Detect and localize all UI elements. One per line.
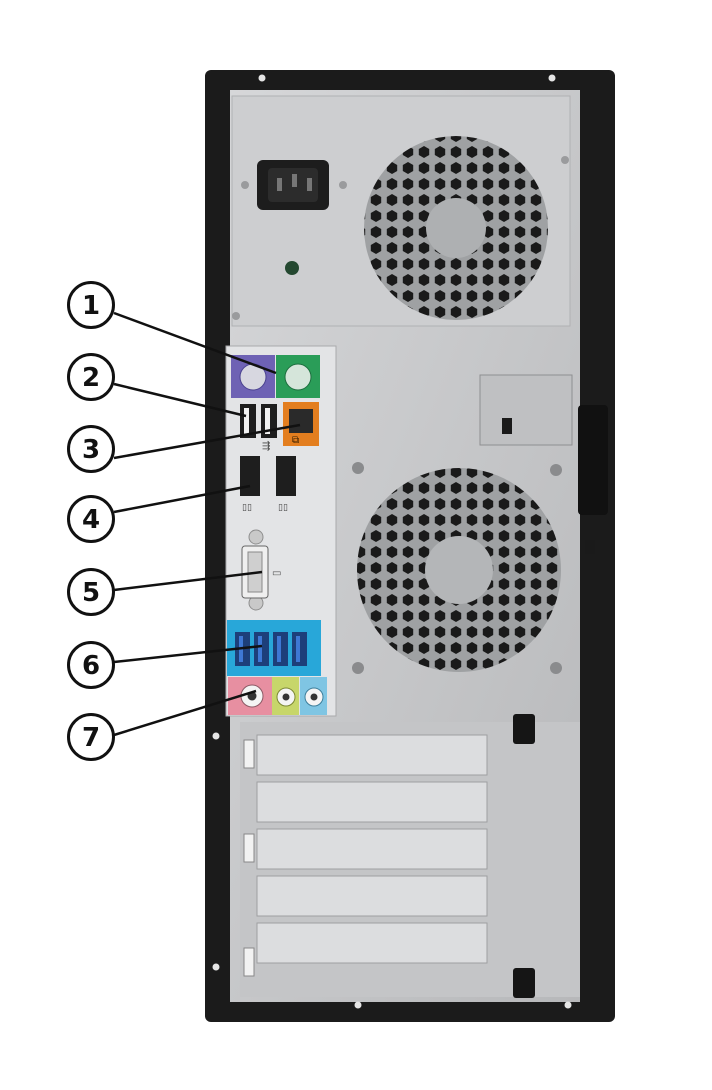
screw-icon: [212, 732, 220, 740]
screw-icon: [564, 1001, 572, 1009]
callout-circle: [67, 713, 115, 761]
screw-icon: [354, 1001, 362, 1009]
dvi-icon: ▭: [272, 568, 281, 579]
screw-icon: [258, 74, 266, 82]
padlock-loop: [479, 374, 573, 446]
displayport-port: [276, 456, 296, 496]
callout-1: 1: [67, 281, 115, 329]
usb-3-port-tongue: [258, 636, 262, 662]
callout-number: 7: [82, 723, 100, 753]
callout-leader-2: [113, 382, 247, 418]
callout-3: 3: [67, 425, 115, 473]
expansion-slot-cover: [256, 875, 488, 917]
screw-icon: [212, 963, 220, 971]
callout-circle: [67, 641, 115, 689]
callout-leader-7: [113, 689, 257, 737]
slot-latch: [513, 714, 535, 744]
power-inlet-pin: [307, 178, 312, 191]
expansion-slot-cover: [256, 781, 488, 823]
callout-circle: [67, 425, 115, 473]
expansion-slot-tab: [243, 833, 255, 863]
callout-leader-6: [113, 644, 263, 664]
callout-circle: [67, 281, 115, 329]
slot-latch: [513, 968, 535, 998]
network-icon: ⧉: [292, 435, 299, 446]
callout-leader-4: [113, 484, 251, 514]
screw-icon: [339, 181, 347, 189]
callout-number: 5: [82, 578, 100, 608]
psu-status-led: [285, 261, 299, 275]
callout-6: 6: [67, 641, 115, 689]
screw-icon: [352, 462, 364, 474]
ps2-mouse-port: [284, 363, 312, 391]
usb-2-port-tongue: [244, 408, 249, 434]
callout-4: 4: [67, 495, 115, 543]
callout-7: 7: [67, 713, 115, 761]
callout-number: 1: [82, 291, 100, 321]
callout-number: 2: [82, 363, 100, 393]
padlock-slot: [502, 418, 512, 434]
callout-number: 3: [82, 435, 100, 465]
screw-icon: [352, 662, 364, 674]
expansion-slot-cover: [256, 734, 488, 776]
expansion-slot-tab: [243, 739, 255, 769]
screw-icon: [550, 662, 562, 674]
displayport-icon: ▯▯: [242, 503, 252, 513]
callout-leader-1: [113, 311, 277, 375]
callout-circle: [67, 353, 115, 401]
callout-2: 2: [67, 353, 115, 401]
callout-circle: [67, 568, 115, 616]
power-inlet-pin: [292, 174, 297, 187]
screw-icon: [550, 464, 562, 476]
displayport-icon: ▯▯: [278, 503, 288, 513]
callout-number: 4: [82, 505, 100, 535]
expansion-slot-tab: [243, 947, 255, 977]
audio-line-out-jack-hole: [282, 693, 290, 701]
screw-icon: [561, 156, 569, 164]
dvi-screw: [248, 529, 264, 545]
displayport-port: [240, 456, 260, 496]
security-slot: [585, 540, 595, 554]
screw-icon: [548, 74, 556, 82]
expansion-slot-cover: [256, 922, 488, 964]
usb-2-port-tongue: [265, 408, 270, 434]
callout-number: 6: [82, 651, 100, 681]
psu-fan-hub: [426, 198, 486, 258]
screw-icon: [241, 181, 249, 189]
rear-fan-hub: [425, 536, 493, 604]
usb-3-port-tongue: [296, 636, 300, 662]
audio-line-in-jack-hole: [310, 693, 318, 701]
rj45-network-port: [289, 409, 313, 433]
callout-leaders: [113, 311, 301, 737]
screw-icon: [232, 312, 240, 320]
callout-leader-5: [113, 570, 263, 592]
power-inlet-pin: [277, 178, 282, 191]
callout-5: 5: [67, 568, 115, 616]
callouts: 1 2 3 4 5 6 7: [67, 281, 115, 761]
side-handle: [578, 405, 608, 515]
usb-icon: ⇶: [262, 440, 270, 452]
expansion-slot-cover: [256, 828, 488, 870]
callout-leader-3: [113, 423, 301, 460]
usb-3-port-tongue: [277, 636, 281, 662]
callout-circle: [67, 495, 115, 543]
